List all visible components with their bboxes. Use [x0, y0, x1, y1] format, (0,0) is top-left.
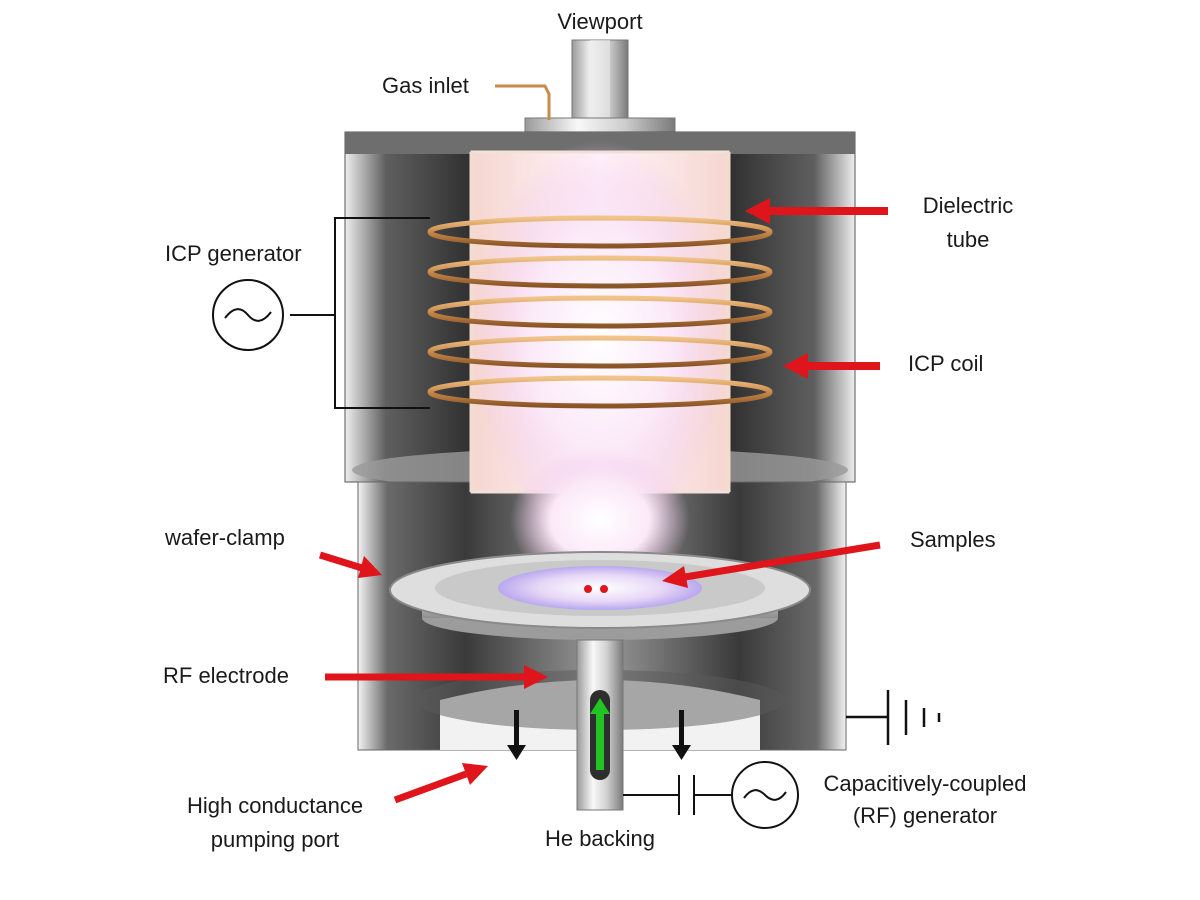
he-backing-label: He backing: [544, 826, 656, 851]
ground-symbol: [846, 690, 941, 745]
gas-inlet-label: Gas inlet: [382, 73, 469, 98]
wafer-clamp-label: wafer-clamp: [165, 525, 285, 550]
viewport-label: Viewport: [557, 9, 643, 34]
samples-label: Samples: [910, 527, 996, 552]
icp-coil-label: ICP coil: [908, 351, 984, 376]
dielectric-tube-label-line1: Dielectric: [922, 193, 1014, 218]
icp-generator-label: ICP generator: [165, 241, 302, 266]
pumping-port-label-line2: pumping port: [210, 827, 340, 852]
gas-inlet-line: [495, 84, 551, 120]
dielectric-tube-label-line2: tube: [946, 227, 990, 252]
pumping-arrows: [507, 710, 691, 760]
sample-dot-right: [600, 585, 608, 593]
pumping-port-label-line1: High conductance: [186, 793, 364, 818]
icp-coil: [427, 215, 773, 409]
sample-dot-left: [584, 585, 592, 593]
rf-electrode-label: RF electrode: [163, 663, 289, 688]
rf-generator-label-line2: (RF) generator: [852, 803, 998, 828]
rf-generator-circuit: [623, 761, 799, 829]
rf-generator-label-line1: Capacitively-coupled: [823, 771, 1027, 796]
pointer-arrows: [318, 198, 888, 804]
he-flow-arrow: [590, 698, 610, 770]
he-backing-pipe: [576, 639, 624, 811]
icp-generator-circuit: [212, 217, 430, 409]
